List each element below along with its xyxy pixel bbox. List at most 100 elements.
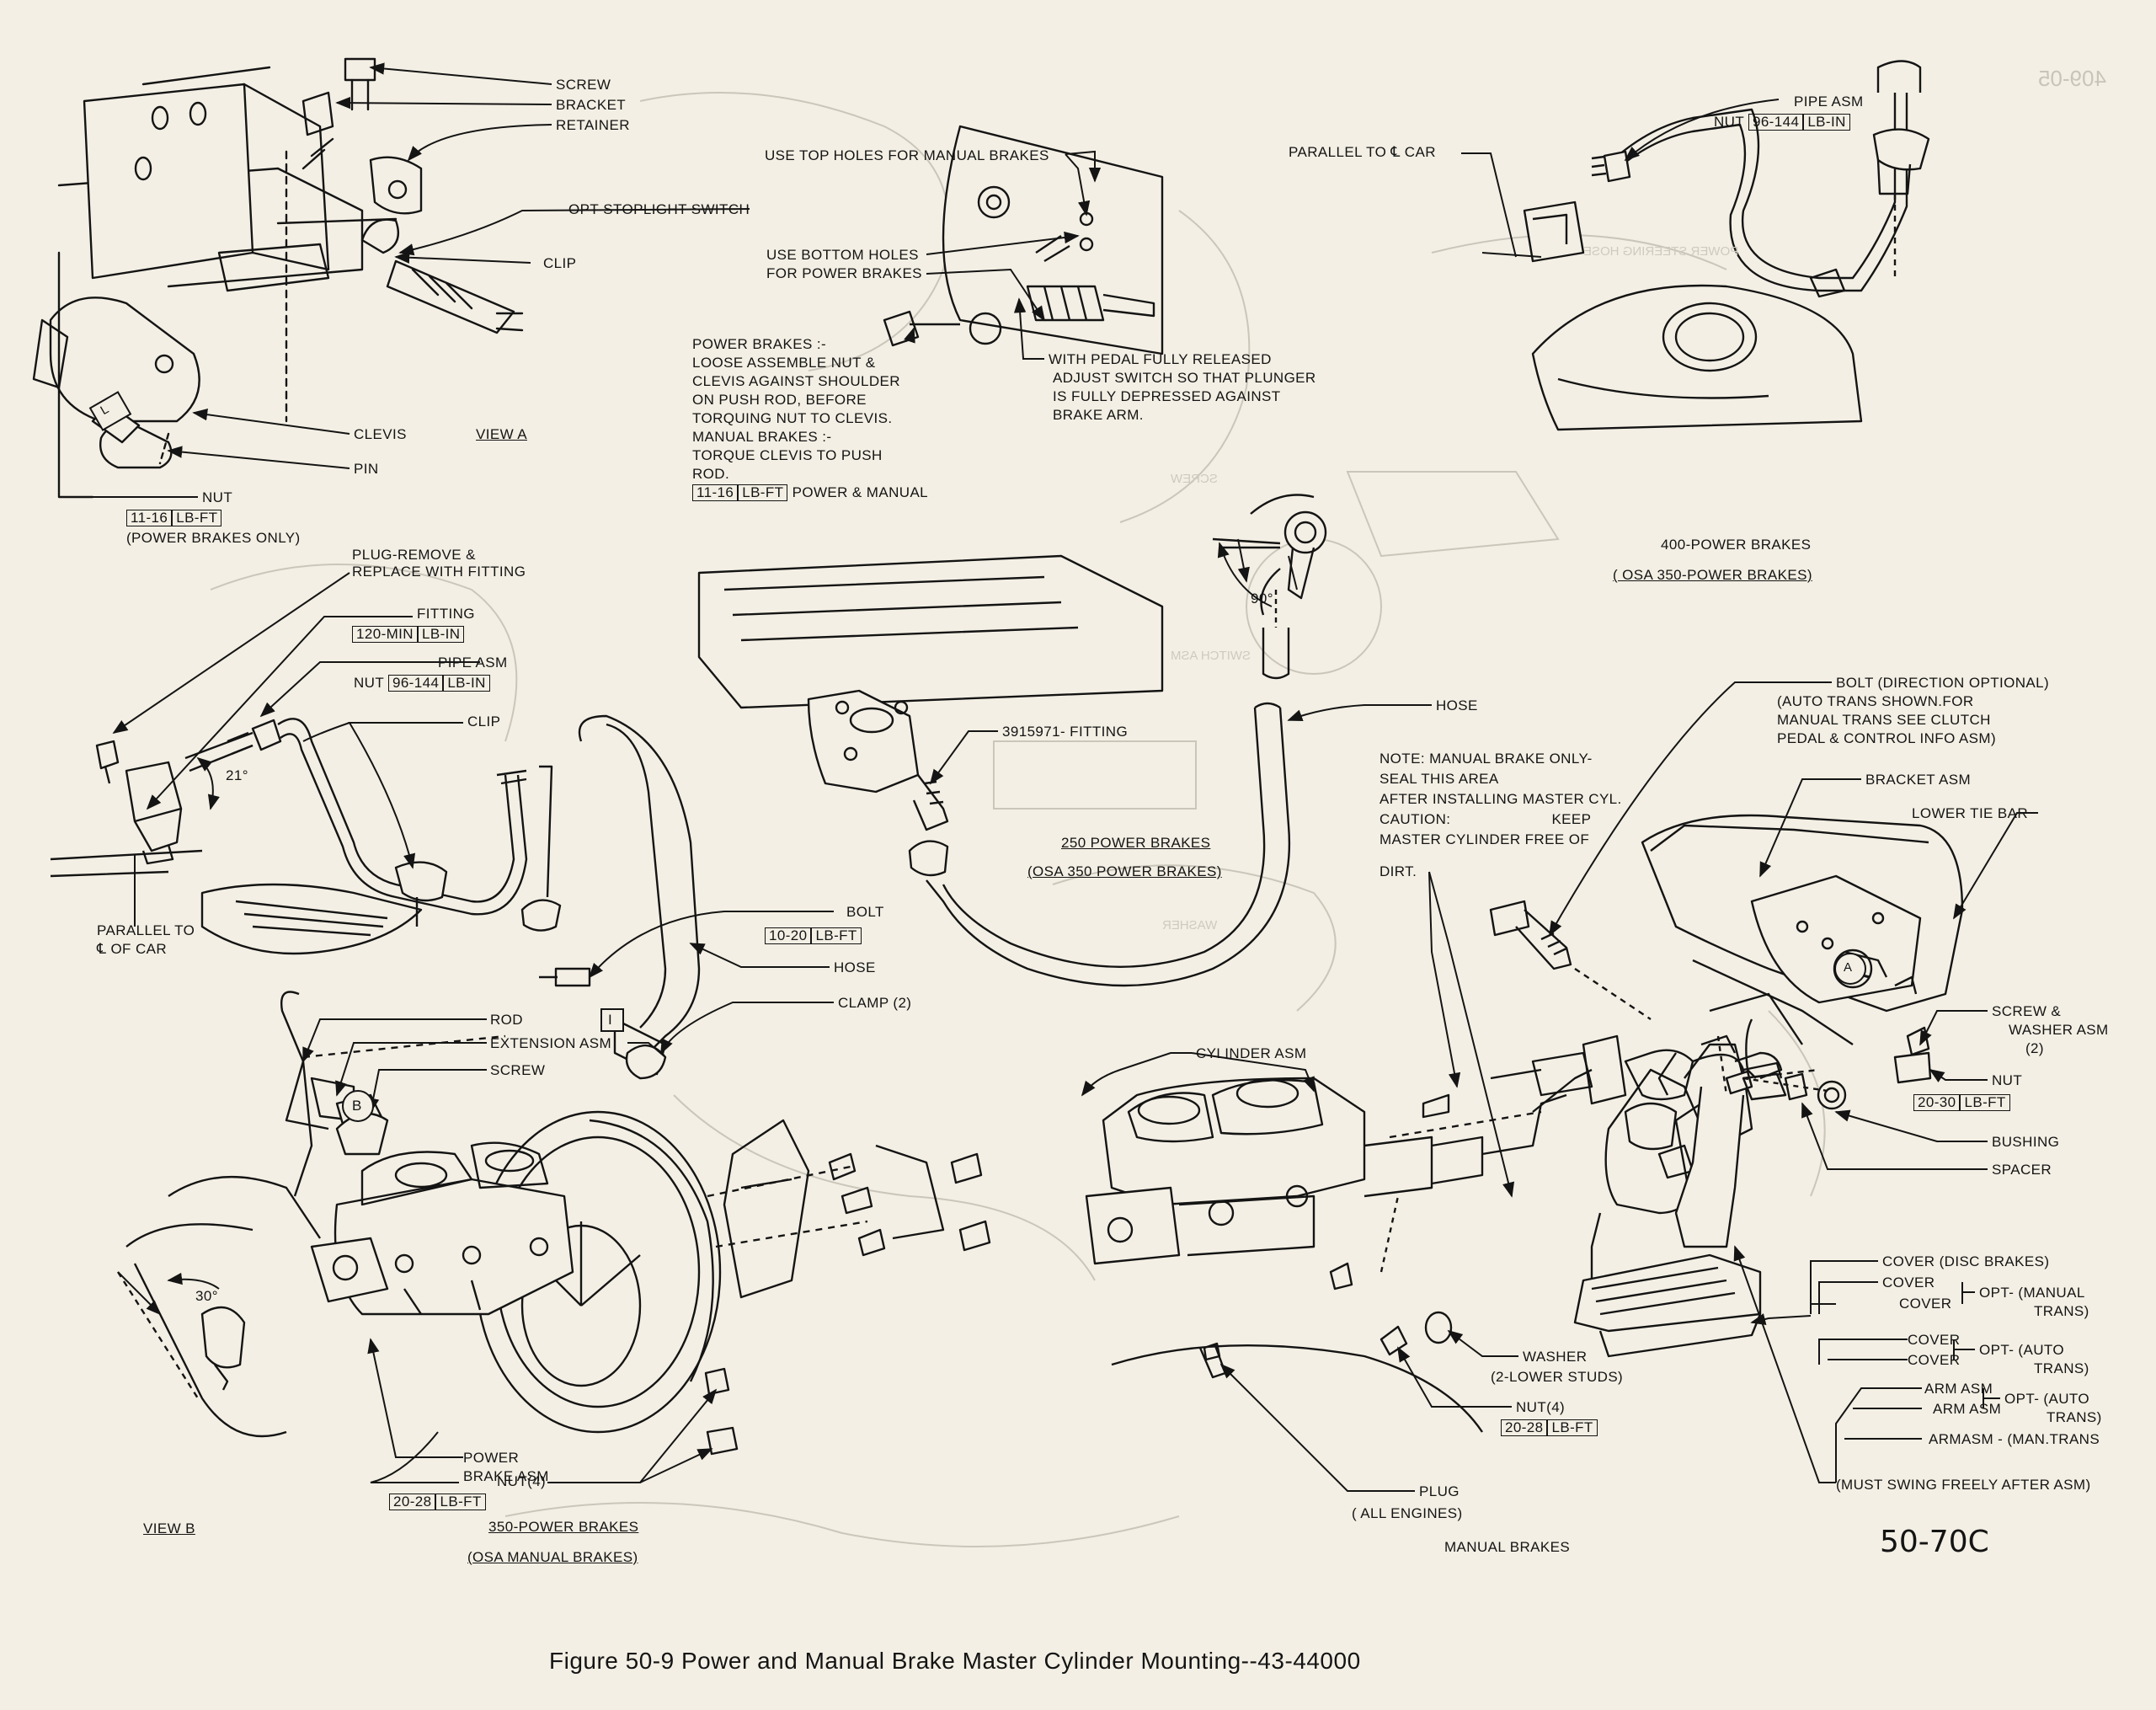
label-bolt-note-3: PEDAL & CONTROL INFO ASM) bbox=[1777, 730, 1997, 746]
tag-i: I bbox=[608, 1012, 613, 1028]
label-cylinder-asm: CYLINDER ASM bbox=[1196, 1045, 1307, 1061]
label-opt-auto-1: OPT- (AUTO bbox=[1979, 1342, 2064, 1358]
label-screw-washer-3: (2) bbox=[2025, 1040, 2044, 1056]
power-brakes-400-drawing bbox=[1523, 60, 1930, 431]
label-arm-asm-man: ARMASM - (MAN.TRANS bbox=[1929, 1431, 2100, 1447]
note-power-brakes-5: TORQUING NUT TO CLEVIS. bbox=[692, 410, 893, 426]
label-parallel-1: PARALLEL TO bbox=[97, 922, 195, 938]
bleed-text-1: POWER STEERING HOSE bbox=[1583, 244, 1739, 259]
label-pipe-asm-400: PIPE ASM bbox=[1794, 94, 1864, 110]
figure-number: 50-70C bbox=[1880, 1525, 1989, 1559]
title-manual-brakes: MANUAL BRAKES bbox=[1444, 1539, 1571, 1555]
label-bottom-holes-1: USE BOTTOM HOLES bbox=[766, 247, 919, 263]
label-spacer: SPACER bbox=[1992, 1162, 2052, 1178]
angle-indicators bbox=[167, 542, 1273, 1290]
label-nut-a: NUT bbox=[202, 489, 233, 505]
pedal-bracket-drawing bbox=[1489, 814, 1964, 1358]
label-pin: PIN bbox=[354, 461, 379, 477]
label-plug-remove-1: PLUG-REMOVE & bbox=[352, 547, 476, 563]
label-top-holes: USE TOP HOLES FOR MANUAL BRAKES bbox=[765, 147, 1049, 163]
label-pipe-asm: PIPE ASM bbox=[438, 655, 508, 671]
note-power-brakes-6: MANUAL BRAKES :- bbox=[692, 429, 832, 445]
tag-shapes bbox=[88, 391, 1866, 1122]
label-cover-1: COVER bbox=[1882, 1274, 1935, 1291]
label-fitting: FITTING bbox=[417, 606, 475, 622]
note-power-brakes-3: CLEVIS AGAINST SHOULDER bbox=[692, 373, 900, 389]
bleed-through-sketch bbox=[210, 92, 1826, 1547]
page-number: 409-05 bbox=[2038, 66, 2106, 91]
title-400-power-brakes: 400-POWER BRAKES bbox=[1661, 537, 1812, 553]
label-cover-4: COVER bbox=[1908, 1352, 1961, 1368]
manual-brakes-drawing bbox=[1085, 1068, 1593, 1433]
angle-21: 21° bbox=[226, 767, 248, 783]
leader-lines bbox=[93, 62, 2038, 1492]
label-parallel-2: ℄ OF CAR bbox=[97, 941, 168, 957]
bleed-text-4: SCREW bbox=[1171, 472, 1218, 486]
tag-b: B bbox=[352, 1098, 362, 1114]
note-manual-2: SEAL THIS AREA bbox=[1380, 771, 1499, 787]
label-bottom-holes-2: FOR POWER BRAKES bbox=[766, 265, 922, 281]
note-power-brakes-1: POWER BRAKES :- bbox=[692, 336, 827, 352]
label-opt-manual-1: OPT- (MANUAL bbox=[1979, 1285, 2085, 1301]
label-opt-auto2-2: TRANS) bbox=[2047, 1409, 2102, 1425]
power-brakes-350-drawing bbox=[116, 1061, 991, 1456]
note-manual-6: DIRT. bbox=[1380, 863, 1417, 879]
label-plug-remove-2: REPLACE WITH FITTING bbox=[352, 564, 526, 580]
note-power-brakes-4: ON PUSH ROD, BEFORE bbox=[692, 392, 867, 408]
view-a-drawing bbox=[32, 57, 524, 499]
label-cover-2: COVER bbox=[1899, 1296, 1952, 1312]
subtitle-350-power-brakes: (OSA MANUAL BRAKES) bbox=[467, 1549, 638, 1565]
label-bolt-note-1: (AUTO TRANS SHOWN.FOR bbox=[1777, 693, 1974, 709]
note-pedal-3: IS FULLY DEPRESSED AGAINST bbox=[1053, 388, 1281, 404]
label-arm-asm-2: ARM ASM bbox=[1933, 1401, 2002, 1417]
title-250-power-brakes: 250 POWER BRAKES bbox=[1061, 835, 1211, 851]
label-screw-left: SCREW bbox=[490, 1062, 546, 1078]
label-bushing: BUSHING bbox=[1992, 1134, 2060, 1150]
label-hose-left: HOSE bbox=[834, 959, 876, 975]
label-hose-center: HOSE bbox=[1436, 697, 1478, 713]
note-manual-5: MASTER CYLINDER FREE OF bbox=[1380, 831, 1590, 847]
tag-a: A bbox=[1844, 960, 1853, 975]
label-plug-note: ( ALL ENGINES) bbox=[1352, 1505, 1463, 1521]
title-350-power-brakes: 350-POWER BRAKES bbox=[488, 1519, 639, 1535]
label-arm-asm-1: ARM ASM bbox=[1924, 1381, 1993, 1397]
label-clip-a: CLIP bbox=[543, 255, 577, 271]
label-bolt: BOLT bbox=[846, 904, 884, 920]
label-screw-washer-2: WASHER ASM bbox=[2009, 1022, 2109, 1038]
label-rod: ROD bbox=[490, 1012, 523, 1028]
label-washer-note: (2-LOWER STUDS) bbox=[1491, 1369, 1624, 1385]
label-bracket-asm: BRACKET ASM bbox=[1865, 772, 1972, 788]
label-screw: SCREW bbox=[556, 77, 611, 93]
label-fitting-3915971: 3915971- FITTING bbox=[1002, 724, 1129, 740]
pedal-switch-drawing bbox=[883, 125, 1164, 355]
label-retainer: RETAINER bbox=[556, 117, 630, 133]
label-nut-right: NUT bbox=[1992, 1072, 2023, 1088]
label-parallel-car: PARALLEL TO ℄ CAR bbox=[1289, 144, 1436, 160]
note-power-brakes-8: ROD. bbox=[692, 466, 730, 482]
angle-30: 30° bbox=[195, 1288, 218, 1304]
label-nut-manual: NUT(4) bbox=[1516, 1399, 1566, 1415]
view-b-title: VIEW B bbox=[143, 1520, 195, 1536]
label-nut-350: NUT(4) bbox=[497, 1473, 547, 1489]
power-brakes-250-drawing bbox=[697, 494, 1327, 987]
note-power-brakes-2: LOOSE ASSEMBLE NUT & bbox=[692, 355, 876, 371]
label-must-swing: (MUST SWING FREELY AFTER ASM) bbox=[1836, 1477, 2091, 1493]
label-bolt-note-2: MANUAL TRANS SEE CLUTCH bbox=[1777, 712, 1991, 728]
label-bolt-direction: BOLT (DIRECTION OPTIONAL) bbox=[1836, 675, 2050, 691]
label-cover-3: COVER bbox=[1908, 1332, 1961, 1348]
note-pedal-1: WITH PEDAL FULLY RELEASED bbox=[1049, 351, 1272, 367]
subtitle-250-power-brakes: (OSA 350 POWER BRAKES) bbox=[1027, 863, 1222, 879]
bleed-text-3: WASHER bbox=[1162, 918, 1218, 932]
label-opt-auto-2: TRANS) bbox=[2034, 1360, 2089, 1376]
label-clip: CLIP bbox=[467, 713, 501, 729]
note-pedal-2: ADJUST SWITCH SO THAT PLUNGER bbox=[1053, 370, 1316, 386]
note-manual-1: NOTE: MANUAL BRAKE ONLY- bbox=[1380, 751, 1593, 767]
view-a-title: VIEW A bbox=[476, 426, 527, 442]
